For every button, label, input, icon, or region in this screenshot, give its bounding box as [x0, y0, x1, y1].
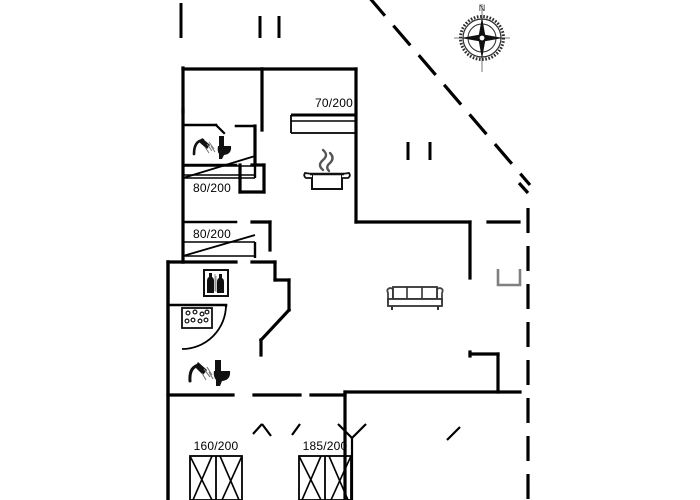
- right-boundary-dashed: [517, 181, 530, 500]
- dimension-label-80-200-lower: 80/200: [193, 227, 231, 241]
- sofa-icon: [383, 284, 447, 314]
- dimension-label-80-200-upper: 80/200: [193, 181, 231, 195]
- compass-rose: N: [452, 2, 512, 74]
- double-door-symbol-185-200: [298, 455, 352, 500]
- dimension-label-160-200: 160/200: [193, 439, 239, 453]
- window-symbol-70-200: [290, 113, 356, 134]
- door-swing-arcs: [181, 304, 461, 500]
- cooking-pot-icon: [303, 146, 351, 194]
- wardrobe-icon: [203, 269, 229, 297]
- dimension-label-185-200: 185/200: [302, 439, 348, 453]
- exterior-walls: [166, 66, 522, 500]
- wall-stubs: [406, 142, 432, 160]
- dashed-upper-wall-segments: [179, 3, 281, 38]
- washing-machine-icon: [181, 307, 213, 329]
- dimension-label-70-200: 70/200: [315, 96, 353, 110]
- terrace-boundary-dashed: [369, 0, 532, 187]
- grey-fixture-recess: [496, 269, 522, 287]
- double-door-symbol-160-200: [189, 455, 243, 500]
- shower-toilet-icon-upper: [191, 132, 239, 162]
- sliding-door-symbols: [182, 155, 257, 258]
- shower-toilet-icon-lower: [188, 357, 236, 389]
